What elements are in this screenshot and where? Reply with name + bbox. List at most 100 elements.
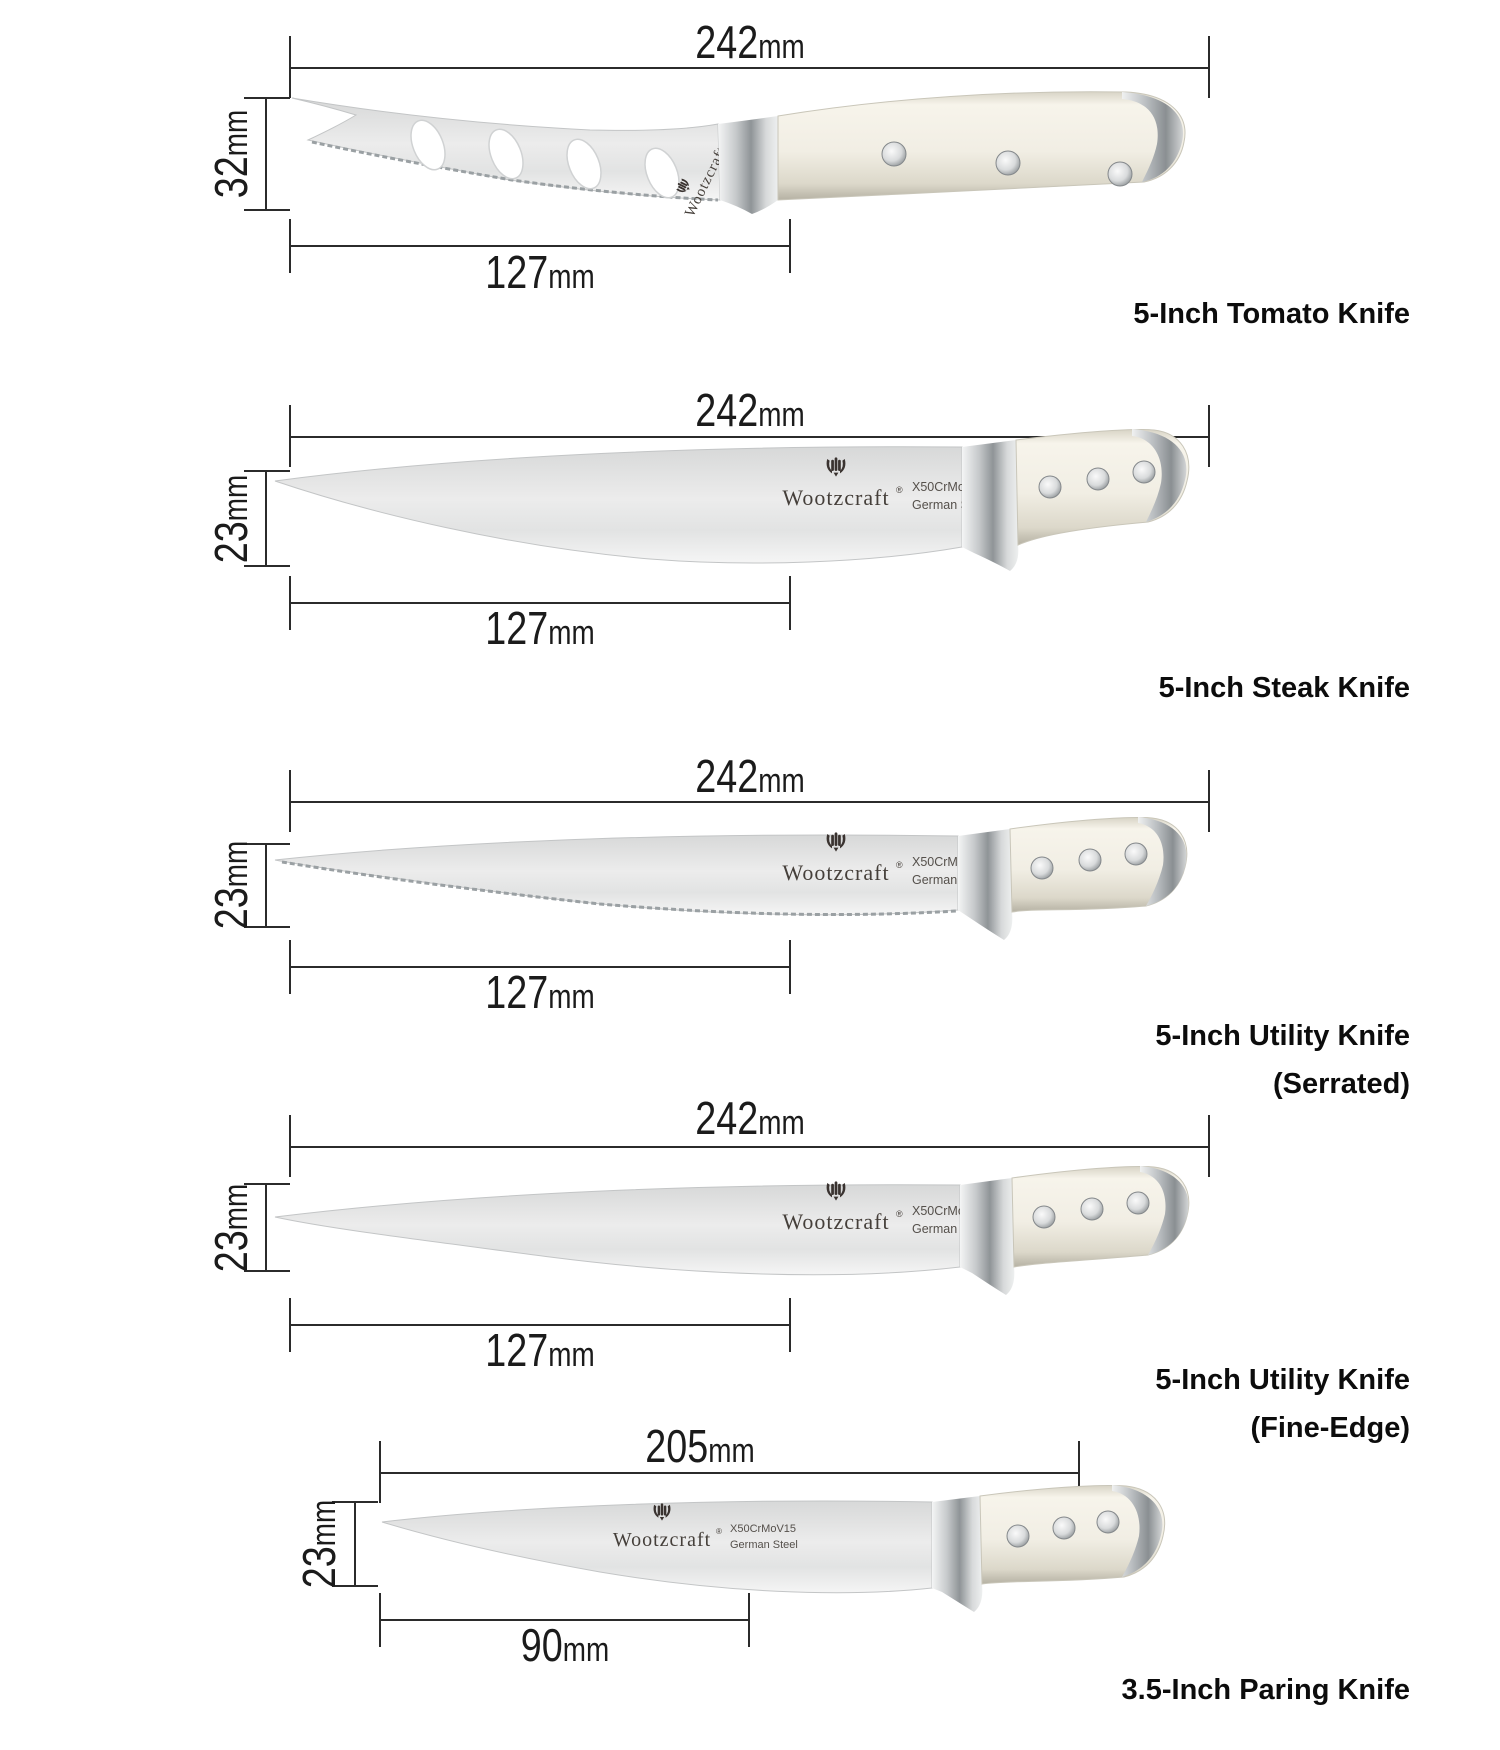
- rivet: [1132, 460, 1156, 484]
- overall-length-label: 242mm: [668, 18, 832, 67]
- overall-dimension-line: [380, 1472, 1080, 1474]
- rivet: [1032, 1205, 1056, 1229]
- overall-length-unit: mm: [758, 28, 805, 66]
- blade: [274, 1184, 961, 1276]
- brand-name: Wootzcraft: [782, 860, 889, 885]
- knife-title-line2: (Fine-Edge): [1250, 1412, 1411, 1444]
- rivet: [1124, 842, 1148, 866]
- dimension-tick: [289, 36, 291, 98]
- blade-length-dimension-line: [290, 1324, 790, 1326]
- handle-end-cap: [1140, 1166, 1189, 1255]
- rivet: [1052, 1516, 1076, 1540]
- rivet: [1096, 1510, 1120, 1534]
- knife-title: 5-Inch Utility Knife (Serrated): [770, 1012, 1410, 1108]
- blade-height-unit: mm: [217, 109, 255, 157]
- overall-length-unit: mm: [708, 1432, 755, 1470]
- dimension-tick: [244, 1183, 290, 1185]
- blade-height-label: 23mm: [205, 429, 257, 609]
- rivets: [881, 141, 1133, 187]
- overall-dimension-line: [290, 801, 1210, 803]
- blade-height-unit: mm: [217, 1183, 255, 1231]
- dimension-tick: [332, 1585, 378, 1587]
- blade-height-unit: mm: [217, 474, 255, 522]
- blade-height-value: 32: [205, 156, 257, 199]
- blade-hole: [410, 119, 446, 171]
- dimension-tick: [289, 219, 291, 273]
- overall-length-value: 205: [645, 1420, 709, 1472]
- dimension-tick: [332, 1501, 378, 1503]
- dimension-tick: [244, 926, 290, 928]
- blade: [274, 834, 959, 916]
- overall-dimension-line: [290, 436, 1210, 438]
- knife-title-line2: (Serrated): [1273, 1068, 1410, 1100]
- bolster: [960, 1178, 1015, 1295]
- blade-height-label: 23mm: [205, 795, 257, 975]
- knife-title-line1: 3.5-Inch Paring Knife: [1121, 1674, 1410, 1706]
- handle-end-cap: [1132, 429, 1187, 522]
- overall-length-unit: mm: [758, 762, 805, 800]
- blade-holes: [410, 119, 680, 199]
- rivets: [1030, 842, 1148, 880]
- blade-length-unit: mm: [548, 258, 595, 296]
- overall-length-value: 242: [695, 16, 759, 68]
- knife-title: 5-Inch Utility Knife (Fine-Edge): [770, 1356, 1410, 1452]
- blade-length-label: 127mm: [458, 968, 622, 1017]
- blade-height-value: 23: [205, 1230, 257, 1273]
- registered-mark: ®: [896, 485, 903, 495]
- dimension-tick: [289, 405, 291, 467]
- dimension-tick: [244, 843, 290, 845]
- blade-height-dimension-line: [265, 98, 267, 211]
- dimension-tick: [244, 209, 290, 211]
- blade: [274, 446, 963, 564]
- dimension-tick: [289, 576, 291, 630]
- overall-dimension-line: [290, 67, 1210, 69]
- overall-length-label: 242mm: [668, 752, 832, 801]
- overall-length-unit: mm: [758, 1104, 805, 1142]
- rivet: [1086, 467, 1110, 491]
- knife-title: 5-Inch Tomato Knife: [770, 290, 1410, 338]
- blade-length-unit: mm: [548, 614, 595, 652]
- blade-hole: [488, 128, 524, 180]
- brand-name: Wootzcraft: [782, 1209, 889, 1234]
- dimension-tick: [379, 1441, 381, 1503]
- blade-length-label: 127mm: [458, 604, 622, 653]
- blade-height-dimension-line: [265, 472, 267, 567]
- knife-title-line1: 5-Inch Tomato Knife: [1133, 298, 1410, 330]
- blade-length-value: 127: [485, 246, 549, 298]
- dimension-tick: [1208, 770, 1210, 832]
- overall-dimension-line: [290, 1146, 1210, 1148]
- handle-end-cap: [1112, 1485, 1163, 1577]
- overall-length-value: 242: [695, 384, 759, 436]
- knife-title-line1: 5-Inch Utility Knife: [1155, 1020, 1410, 1052]
- blade-length-unit: mm: [548, 1336, 595, 1374]
- blade-height-dimension-line: [265, 845, 267, 928]
- blade-height-value: 23: [205, 521, 257, 564]
- paring-knife-illustration: Wootzcraft ® X50CrMoV15 German Steel: [381, 1484, 1166, 1612]
- dimension-tick: [789, 576, 791, 630]
- dimension-tick: [789, 940, 791, 994]
- rivet: [1126, 1191, 1150, 1215]
- rivet: [1030, 856, 1054, 880]
- rivet: [881, 141, 907, 167]
- dimension-tick: [289, 1298, 291, 1352]
- blade-height-value: 23: [205, 887, 257, 930]
- dimension-tick: [1208, 1115, 1210, 1177]
- blade-height-unit: mm: [217, 840, 255, 888]
- blade-length-unit: mm: [562, 1631, 610, 1669]
- handle-end-cap: [1138, 817, 1187, 906]
- registered-mark: ®: [896, 1209, 903, 1219]
- rivet: [1006, 1524, 1030, 1548]
- rivet: [1078, 848, 1102, 872]
- dimension-tick: [789, 219, 791, 273]
- brand-name: Wootzcraft: [782, 485, 889, 510]
- overall-length-value: 242: [695, 1092, 759, 1144]
- handle: [777, 91, 1186, 201]
- rivet: [1107, 161, 1133, 187]
- overall-length-label: 242mm: [668, 1094, 832, 1143]
- serrated-edge: [311, 140, 719, 202]
- blade-length-value: 127: [485, 1324, 549, 1376]
- steel-grade-text: X50CrMoV15: [730, 1523, 796, 1535]
- blade-length-value: 90: [520, 1619, 563, 1671]
- dimension-tick: [244, 565, 290, 567]
